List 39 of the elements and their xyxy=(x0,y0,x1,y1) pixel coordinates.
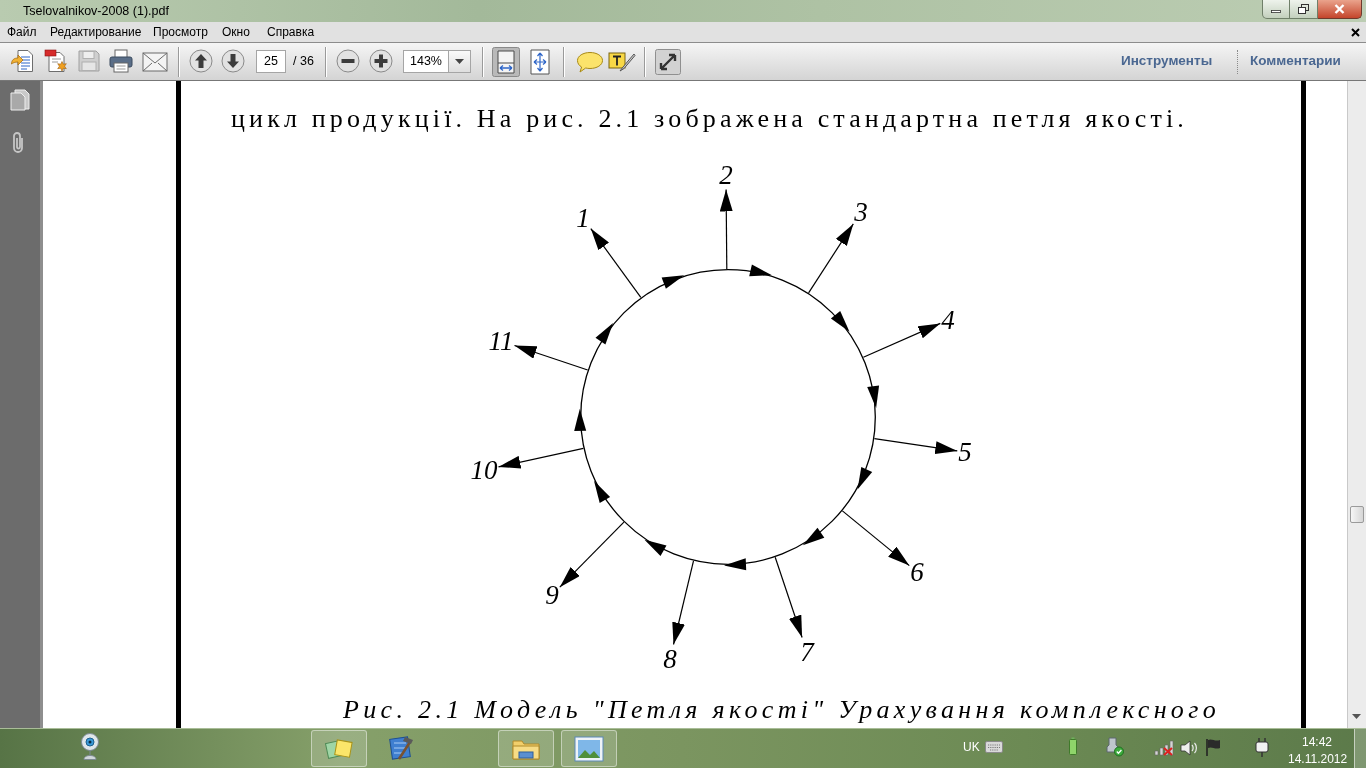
page-count: / 36 xyxy=(293,54,314,69)
arrow xyxy=(513,344,589,371)
figure-caption: Рис. 2.1 Модель "Петля якості" Урахування комплексного xyxy=(343,695,1220,725)
body-text: цикл продукції. На рис. 2.1 зображена стандартна петля якості. xyxy=(231,104,1188,134)
callout-number: 5 xyxy=(958,438,972,466)
arrow xyxy=(873,438,958,455)
arrow xyxy=(841,510,910,567)
callout-number: 7 xyxy=(800,638,814,666)
menu-item: Окно xyxy=(222,25,250,40)
zoom-field: 143% xyxy=(403,50,449,73)
clock-time: 14:42 xyxy=(1302,735,1333,749)
clock-date: 14.11.2012 xyxy=(1288,752,1348,766)
callout-number: 9 xyxy=(545,581,559,609)
callout-number: 2 xyxy=(719,161,733,189)
menu-item: Файл xyxy=(7,25,37,40)
menu-item: Редактирование xyxy=(50,25,142,40)
callout-number: 4 xyxy=(941,306,955,334)
callout-number: 11 xyxy=(488,327,514,355)
window-title: Tselovalnikov-2008 (1).pdf xyxy=(23,4,169,19)
tools-link: Инструменты xyxy=(1121,53,1213,68)
arrow xyxy=(774,556,803,639)
arrow xyxy=(862,322,941,358)
arrow xyxy=(497,447,584,469)
language-indicator: UK xyxy=(963,740,980,754)
callout-number: 1 xyxy=(576,204,590,232)
page-number-field: 25 xyxy=(256,50,286,73)
callout-number: 10 xyxy=(470,456,498,484)
loop-circle xyxy=(580,269,876,565)
menu-item: Справка xyxy=(267,25,315,40)
menu-item: Просмотр xyxy=(153,25,208,40)
arrow xyxy=(808,223,854,294)
arrow xyxy=(559,521,625,588)
callout-number: 3 xyxy=(854,198,868,226)
callout-number: 6 xyxy=(910,558,924,586)
arrow xyxy=(590,228,642,298)
arrow xyxy=(719,188,733,270)
comments-link: Комментарии xyxy=(1250,53,1341,68)
callout-number: 8 xyxy=(663,645,677,673)
arrow xyxy=(672,560,695,646)
